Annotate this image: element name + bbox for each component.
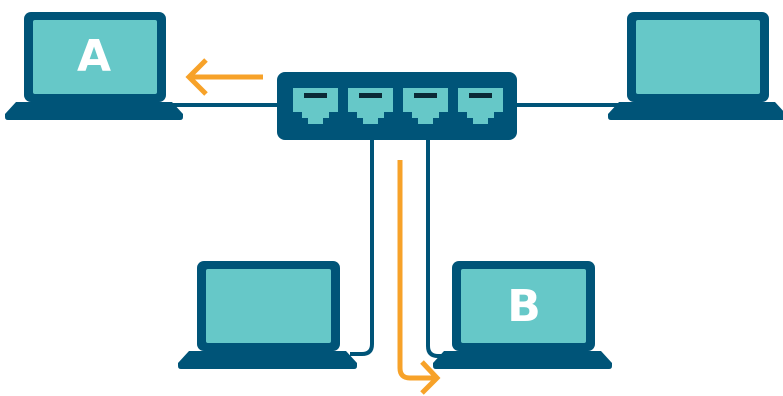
network-switch-icon [277, 72, 517, 140]
arrow-down-to-b [397, 160, 441, 395]
cables [170, 103, 625, 358]
switch-port-1 [293, 88, 338, 124]
arrow-to-a [185, 58, 263, 96]
cable-switch-to-laptop-b [426, 138, 446, 358]
switch-port-4 [458, 88, 503, 124]
laptop-label-b: B [507, 281, 541, 332]
cable-switch-to-laptop-bottom-left [350, 138, 374, 356]
laptop-icon-bottom-right: B [433, 261, 612, 369]
laptop-icon-top-left: A [5, 12, 183, 120]
laptop-icon-bottom-left [178, 261, 357, 369]
switch-port-2 [348, 88, 393, 124]
switch-ports [293, 88, 503, 124]
laptop-icon-top-right [608, 12, 783, 120]
laptop-label-a: A [77, 31, 111, 82]
switch-port-3 [403, 88, 448, 124]
